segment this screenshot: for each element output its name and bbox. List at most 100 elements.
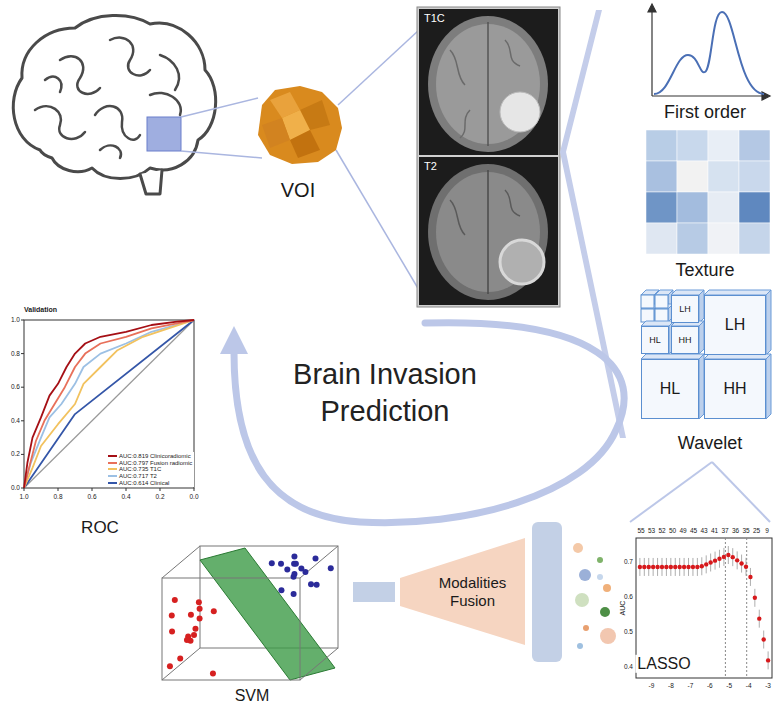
brain-outline-part-part xyxy=(160,55,179,90)
roc-plot-part xyxy=(24,320,194,488)
fusion-graphic-part xyxy=(353,582,395,602)
class-dot xyxy=(328,565,334,571)
cv-point xyxy=(708,560,712,564)
mri-panel xyxy=(417,7,560,307)
mri-panel-part xyxy=(500,92,540,132)
lasso-pointer-part xyxy=(630,462,712,522)
axis-tick: 0.0 xyxy=(11,484,20,491)
brain-outline-part xyxy=(35,38,181,158)
class-dot xyxy=(314,582,320,588)
svm-cube-part xyxy=(200,548,335,680)
cv-point xyxy=(731,555,735,559)
heatmap-cell xyxy=(677,192,708,223)
heatmap-cell xyxy=(646,223,677,254)
fusion-graphic-part xyxy=(575,593,589,607)
legend-swatch xyxy=(108,475,117,477)
cycle-arrow-part xyxy=(234,323,624,523)
mri-panel-part xyxy=(419,9,558,155)
legend-text: AUC:0.819 Clinicoradiomic xyxy=(119,453,191,459)
cv-point xyxy=(717,557,721,561)
legend-row: AUC:0.735 T1C xyxy=(108,466,192,473)
cv-point xyxy=(748,575,752,579)
brain-outline-part-part xyxy=(60,56,100,94)
svm-cube xyxy=(162,546,338,680)
class-dot xyxy=(172,597,178,603)
cv-point xyxy=(753,596,757,600)
brain-outline-part-part xyxy=(95,106,140,140)
heatmap-cell xyxy=(708,223,739,254)
roc-plot-part-part xyxy=(58,488,59,491)
wavelet-subband xyxy=(655,309,668,322)
cv-point xyxy=(700,564,704,568)
roc-curve xyxy=(24,320,194,488)
class-dot xyxy=(278,587,284,593)
class-dot xyxy=(210,671,216,677)
cv-point xyxy=(673,565,677,569)
legend-text: AUC:0.735 T1C xyxy=(119,466,161,472)
class-dot xyxy=(196,599,202,605)
lasso-pointer xyxy=(630,462,770,522)
roc-curve xyxy=(24,320,194,488)
roc-plot-part xyxy=(24,320,194,488)
mri-panel-part xyxy=(428,16,548,152)
mri-image: T1C xyxy=(419,9,558,155)
brain-outline-part-part xyxy=(150,93,181,115)
class-dot xyxy=(167,663,173,669)
heatmap-cell xyxy=(646,192,677,223)
heatmap-cell xyxy=(646,161,677,192)
roc-plot-part-part xyxy=(24,488,25,491)
cv-point xyxy=(757,616,761,620)
cv-point xyxy=(735,558,739,562)
class-dot xyxy=(188,612,194,618)
axis-tick: 0.5 xyxy=(624,628,633,635)
roc-plot-part-part xyxy=(160,488,161,491)
class-dot xyxy=(284,567,290,573)
lasso-pointer-part xyxy=(712,462,770,522)
axis-tick: -6 xyxy=(707,682,713,689)
roc-plot-part-part xyxy=(194,488,195,491)
leader-lines-part xyxy=(181,151,262,158)
heatmap-cell xyxy=(739,130,770,161)
feature-count: 25 xyxy=(753,527,760,534)
heatmap-cell xyxy=(708,192,739,223)
cv-point xyxy=(651,565,655,569)
texture-heatmap xyxy=(646,130,770,254)
svm-cube-part xyxy=(300,546,338,578)
legend-text: AUC:0.797 Fusion radiomic xyxy=(119,460,192,466)
legend-swatch xyxy=(108,462,117,464)
mri-panel-part xyxy=(428,164,548,300)
axis-tick: 0.4 xyxy=(11,417,20,424)
axis-tick: -8 xyxy=(668,682,674,689)
axis-tick: -4 xyxy=(746,682,752,689)
heatmap-cell xyxy=(708,161,739,192)
axis-title: AUC xyxy=(619,601,627,616)
roc-plot-part xyxy=(21,320,194,491)
axis-tick: -3 xyxy=(765,682,771,689)
axis-tick: 0.6 xyxy=(624,593,633,600)
roc-curve xyxy=(24,320,194,488)
axis-tick: 0.4 xyxy=(624,663,633,670)
axis-tick: 0.2 xyxy=(11,451,20,458)
class-dot xyxy=(293,561,299,567)
axis-tick: 0.2 xyxy=(155,493,164,500)
wavelet-subband: HH xyxy=(671,326,699,354)
class-dot xyxy=(169,613,175,619)
cube-side-face xyxy=(766,354,771,419)
class-dot xyxy=(308,581,314,587)
roc-curve xyxy=(24,320,194,488)
axis-tick: 0.8 xyxy=(53,493,62,500)
cv-point xyxy=(744,565,748,569)
roc-plot-part-part xyxy=(21,387,24,388)
brain-outline-part-part xyxy=(110,38,150,76)
axis-tick: -9 xyxy=(649,682,655,689)
voi-blob-part xyxy=(262,118,290,148)
first-order-plot-part xyxy=(652,95,766,96)
brain-outline xyxy=(13,15,215,194)
feature-count: 49 xyxy=(679,527,686,534)
wavelet-subband: HH xyxy=(704,359,766,419)
heatmap-cell xyxy=(708,130,739,161)
roc-plot-part-part xyxy=(21,420,24,421)
feature-count: 52 xyxy=(658,527,665,534)
cv-point xyxy=(669,565,673,569)
feature-count: 45 xyxy=(690,527,697,534)
